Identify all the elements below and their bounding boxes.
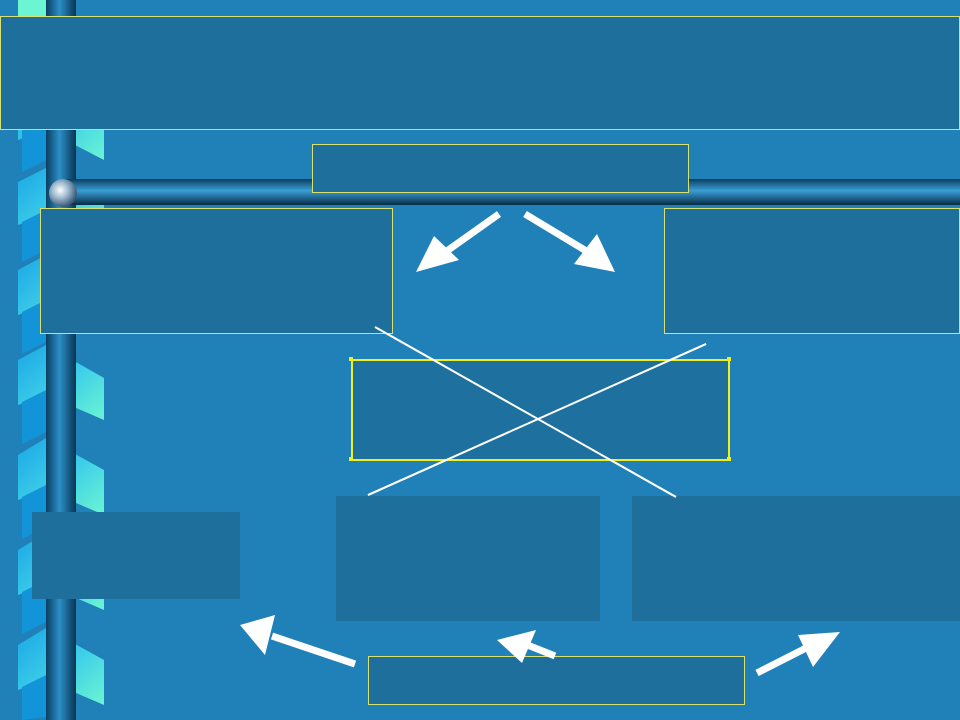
- selection-handle[interactable]: [349, 457, 353, 461]
- selection-handle[interactable]: [727, 457, 731, 461]
- bottom-source-box: [368, 656, 745, 705]
- center-top-box: [312, 144, 689, 193]
- selection-handle[interactable]: [727, 357, 731, 361]
- bottom-center-box: [336, 496, 600, 621]
- bottom-right-box: [632, 496, 960, 621]
- right-middle-box: [664, 208, 960, 334]
- selection-handle[interactable]: [349, 357, 353, 361]
- bottom-left-box: [32, 512, 240, 599]
- top-banner-box: [0, 16, 960, 130]
- left-middle-box: [40, 208, 393, 334]
- sphere-icon: [49, 179, 77, 207]
- selected-center-box[interactable]: [351, 359, 730, 461]
